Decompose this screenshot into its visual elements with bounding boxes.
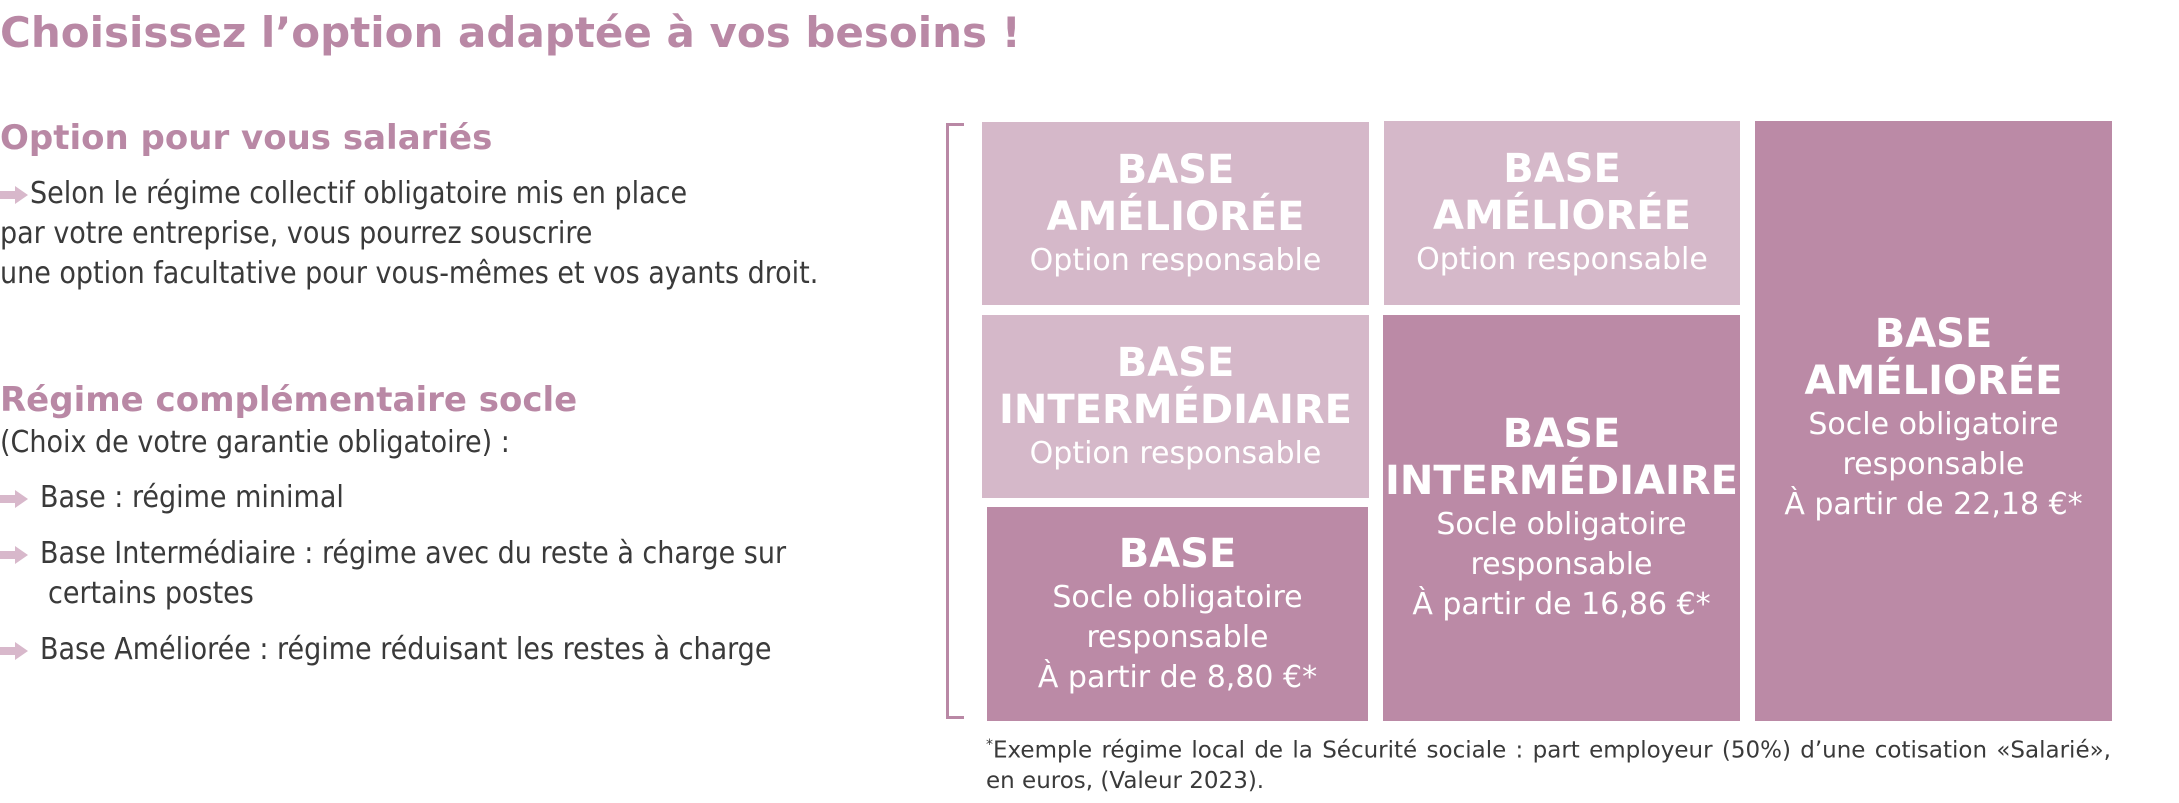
box-subtitle: responsable <box>1842 447 2025 482</box>
box-base-amelioree-option-2: BASE AMÉLIORÉE Option responsable <box>1384 121 1740 305</box>
box-price: À partir de 8,80 €* <box>1037 659 1318 695</box>
option-heading: Option pour vous salariés <box>0 118 493 158</box>
option-description: Selon le régime collectif obligatoire mi… <box>0 174 818 294</box>
page-title: Choisissez l’option adaptée à vos besoin… <box>0 8 1021 57</box>
box-title: BASE <box>1116 339 1235 386</box>
arrow-right-icon <box>0 630 30 670</box>
box-subtitle: Socle obligatoire <box>1436 507 1687 542</box>
box-base-intermediaire-socle: BASE INTERMÉDIAIRE Socle obligatoire res… <box>1383 315 1740 721</box>
grid-bracket <box>946 123 964 719</box>
box-title: BASE <box>1118 530 1237 577</box>
arrow-right-icon <box>0 534 30 574</box>
option-text-1: Selon le régime collectif obligatoire mi… <box>30 176 688 211</box>
arrow-right-icon <box>0 174 30 214</box>
footnote-text: Exemple régime local de la Sécurité soci… <box>986 737 2111 794</box>
regime-subheading: (Choix de votre garantie obligatoire) : <box>0 425 510 460</box>
option-text-3: une option facultative pour vous-mêmes e… <box>0 256 819 291</box>
box-title: BASE <box>1874 311 1993 357</box>
regime-heading: Régime complémentaire socle <box>0 380 578 420</box>
box-subtitle: Option responsable <box>1029 435 1322 471</box>
bullet-amelioree: Base Améliorée : régime réduisant les re… <box>0 630 771 670</box>
box-title: BASE <box>1502 411 1621 457</box>
arrow-right-icon <box>0 478 30 518</box>
bullet-intermediaire-text-cont: certains postes <box>48 576 254 611</box>
box-subtitle: responsable <box>1086 619 1269 655</box>
option-line-1: Selon le régime collectif obligatoire mi… <box>0 174 818 214</box>
footnote: *Exemple régime local de la Sécurité soc… <box>986 730 2111 796</box>
box-title: BASE <box>1503 146 1621 192</box>
box-base-intermediaire-option: BASE INTERMÉDIAIRE Option responsable <box>982 315 1369 498</box>
bullet-amelioree-text: Base Améliorée : régime réduisant les re… <box>40 632 772 667</box>
box-title: BASE <box>1116 146 1235 193</box>
box-base-amelioree-socle: BASE AMÉLIORÉE Socle obligatoire respons… <box>1755 121 2112 721</box>
box-base-socle: BASE Socle obligatoire responsable À par… <box>987 507 1368 721</box>
bullet-base: Base : régime minimal <box>0 478 344 518</box>
box-title: INTERMÉDIAIRE <box>999 386 1352 433</box>
box-title: AMÉLIORÉE <box>1804 358 2063 404</box>
box-subtitle: responsable <box>1470 547 1653 582</box>
box-price: À partir de 22,18 €* <box>1784 487 2083 522</box>
box-title: INTERMÉDIAIRE <box>1385 458 1738 504</box>
bullet-intermediaire: Base Intermédiaire : régime avec du rest… <box>0 534 786 574</box>
footnote-star: * <box>986 737 993 753</box>
box-subtitle: Socle obligatoire <box>1808 407 2059 442</box>
option-text-2: par votre entreprise, vous pourrez sousc… <box>0 216 593 251</box>
box-title: AMÉLIORÉE <box>1046 193 1305 240</box>
box-price: À partir de 16,86 €* <box>1412 587 1711 622</box>
bullet-base-text: Base : régime minimal <box>40 480 344 515</box>
box-subtitle: Socle obligatoire <box>1052 579 1303 615</box>
box-subtitle: Option responsable <box>1029 242 1322 278</box>
box-base-amelioree-option-1: BASE AMÉLIORÉE Option responsable <box>982 122 1369 305</box>
bullet-intermediaire-text: Base Intermédiaire : régime avec du rest… <box>40 536 787 571</box>
box-title: AMÉLIORÉE <box>1433 193 1691 239</box>
box-subtitle: Option responsable <box>1416 242 1708 277</box>
